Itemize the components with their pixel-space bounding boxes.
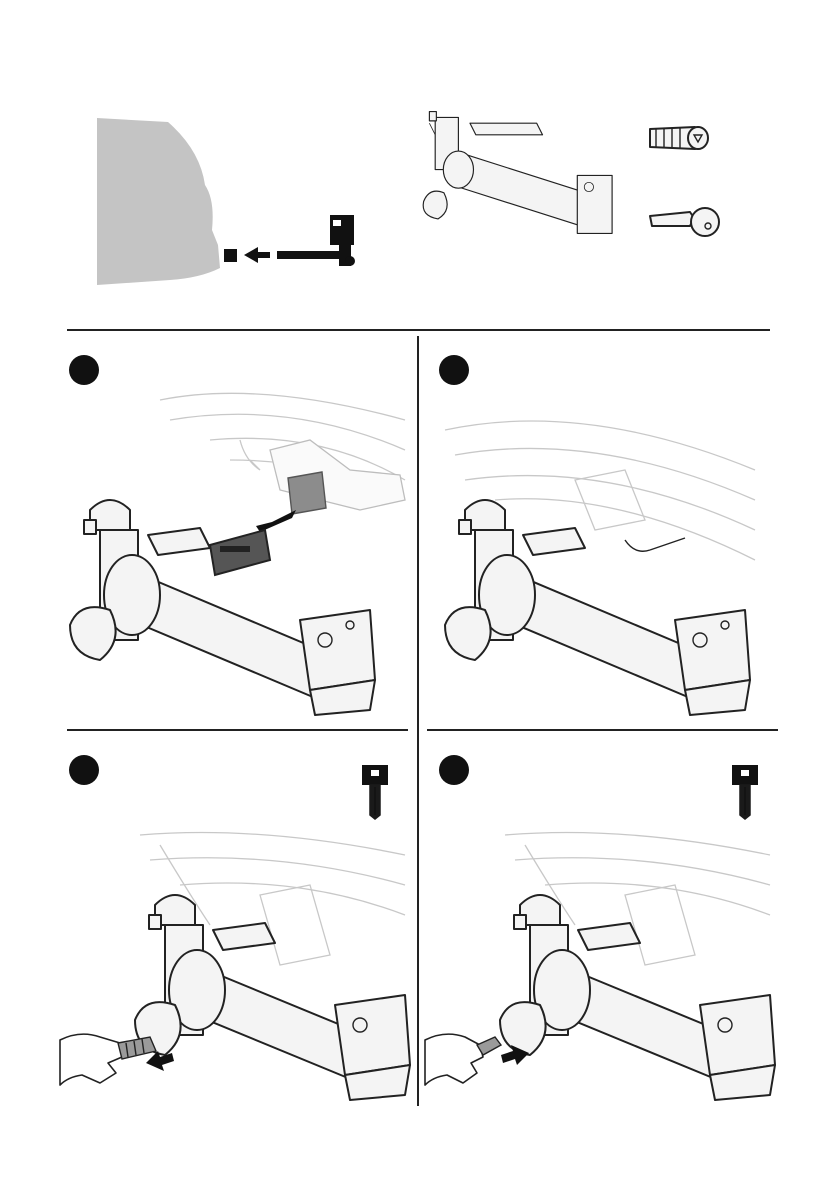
rack-overview-icon	[0, 0, 840, 330]
step-4-key-icon	[730, 765, 760, 820]
hand	[60, 1034, 122, 1085]
insert-arrow	[256, 510, 296, 532]
overview-panel	[0, 0, 840, 330]
step-2-illustration	[425, 360, 775, 720]
receiver-opening	[288, 472, 326, 514]
lock-cylinder-icon	[650, 127, 708, 149]
lock-cylinder	[118, 1037, 156, 1059]
step-3-badge	[69, 755, 99, 785]
key-part-icon	[650, 208, 719, 236]
center-divider	[417, 336, 419, 1106]
key-in-hand	[477, 1037, 501, 1055]
top-divider	[67, 329, 770, 331]
step-4-badge	[439, 755, 469, 785]
step-1-illustration	[60, 360, 410, 720]
step-3-illustration	[60, 815, 410, 1115]
middle-divider-left	[67, 729, 408, 731]
middle-divider-right	[427, 729, 778, 731]
step-4-illustration	[425, 815, 775, 1115]
step-3-key-icon	[360, 765, 390, 820]
